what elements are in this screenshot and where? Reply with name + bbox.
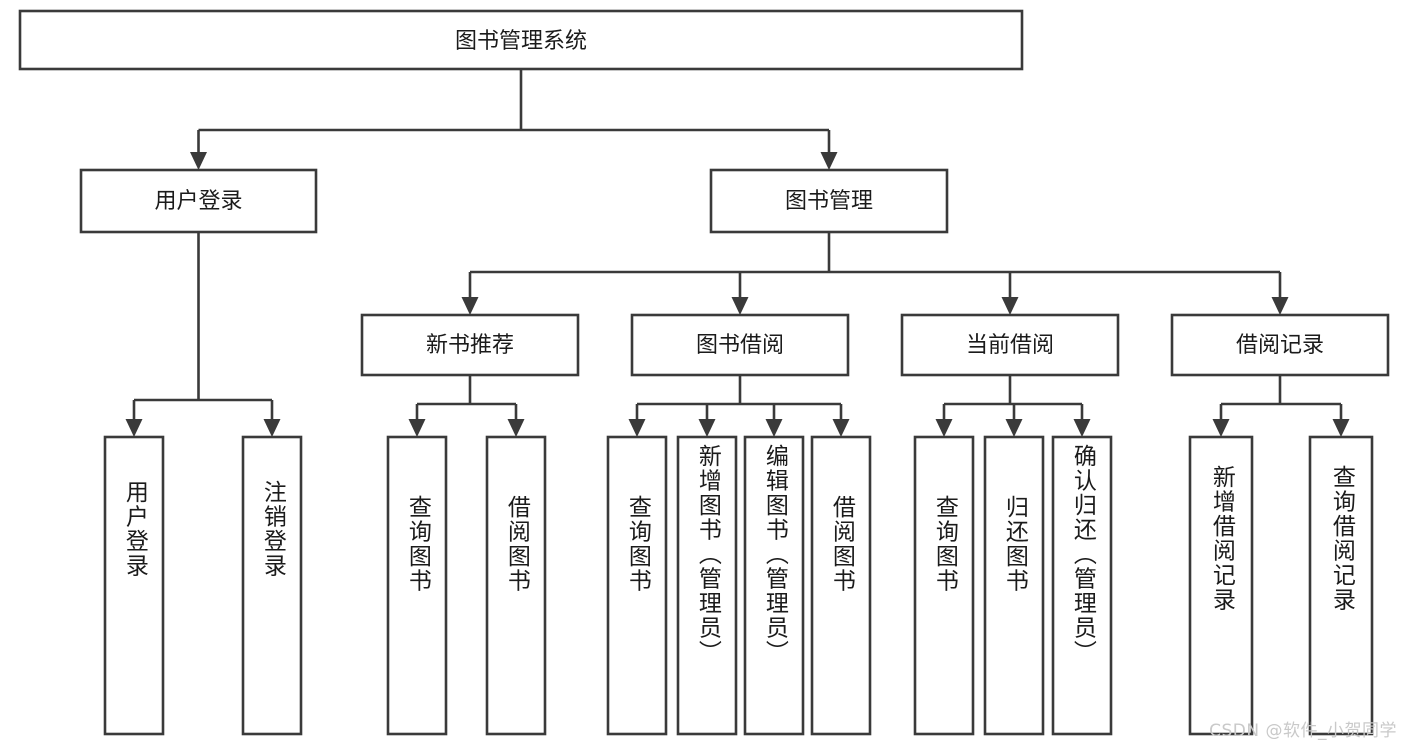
node-level3-new-book-recommend-label: 新书推荐 [426,333,514,358]
node-level2-book-management-box[interactable] [709,168,949,234]
edge-current-bus [942,375,1084,423]
arrowhead-icon [190,152,207,170]
leaf-box-query-book-2[interactable] [606,435,668,736]
node-level3-new-book-recommend-box[interactable] [360,313,580,377]
arrowhead-icon [461,297,479,315]
connector-layer [132,69,1343,423]
edge-borrow-bus [635,375,843,423]
node-level3-current-borrow-box[interactable] [900,313,1120,377]
arrowhead-icon [507,419,525,437]
arrowhead-icon [628,419,646,437]
node-level3-new-book-recommend[interactable]: 新书推荐 [360,313,580,377]
node-level3-current-borrow[interactable]: 当前借阅 [900,313,1120,377]
leaf-box-add-record[interactable] [1188,435,1254,736]
node-level2-user-login-label: 用户登录 [154,189,242,214]
arrowhead-icon [1073,419,1091,437]
node-root[interactable]: 图书管理系统 [18,9,1024,71]
edge-record-bus [1219,375,1343,423]
edge-newbook-bus [415,375,518,423]
leaf-box-query-record[interactable] [1308,435,1374,736]
node-root-label: 图书管理系统 [455,29,587,54]
node-level2-user-login-box[interactable] [79,168,318,234]
arrowhead-icon [820,152,838,170]
arrowhead-icon [731,297,749,315]
node-level3-book-borrow-label: 图书借阅 [696,333,784,358]
leaf-box-query-book-3[interactable] [913,435,975,736]
arrowhead-icon [1001,297,1019,315]
edge-root-bus [197,69,831,156]
leaf-box-return-book[interactable] [983,435,1045,736]
leaf-box-add-book-admin[interactable] [676,435,738,736]
node-level2-user-login[interactable]: 用户登录 [79,168,318,234]
leaf-box-user-login[interactable] [103,435,165,736]
arrowhead-icon [698,419,716,437]
node-level3-borrow-record[interactable]: 借阅记录 [1170,313,1390,377]
node-level3-book-borrow[interactable]: 图书借阅 [630,313,850,377]
csdn-watermark: CSDN @软件_小贺同学 [1209,721,1397,741]
arrowhead-icon [1271,297,1289,315]
node-level3-current-borrow-label: 当前借阅 [966,333,1054,358]
node-root-box[interactable] [18,9,1024,71]
leaf-box-logout[interactable] [241,435,303,736]
node-level2-book-management-label: 图书管理 [785,189,873,214]
leaf-box-confirm-return[interactable] [1051,435,1113,736]
arrowhead-icon [1212,419,1230,437]
leaf-box-borrow-book-2[interactable] [810,435,872,736]
leaf-box-query-book-1[interactable] [386,435,448,736]
arrowhead-layer [125,152,1350,437]
arrowhead-icon [935,419,953,437]
arrowhead-icon [408,419,426,437]
arrowhead-icon [1332,419,1350,437]
node-level3-borrow-record-label: 借阅记录 [1236,333,1324,358]
arrowhead-icon [1005,419,1023,437]
edge-userlogin-bus [132,232,274,423]
arrowhead-icon [125,419,143,437]
arrowhead-icon [832,419,850,437]
leaf-box-edit-book-admin[interactable] [743,435,805,736]
leaf-box-layer[interactable] [103,435,1374,736]
arrowhead-icon [765,419,783,437]
node-level2-book-management[interactable]: 图书管理 [709,168,949,234]
node-level3-book-borrow-box[interactable] [630,313,850,377]
arrowhead-icon [263,419,281,437]
edge-bookmgmt-bus [468,232,1282,301]
leaf-box-borrow-book-1[interactable] [485,435,547,736]
node-level3-borrow-record-box[interactable] [1170,313,1390,377]
